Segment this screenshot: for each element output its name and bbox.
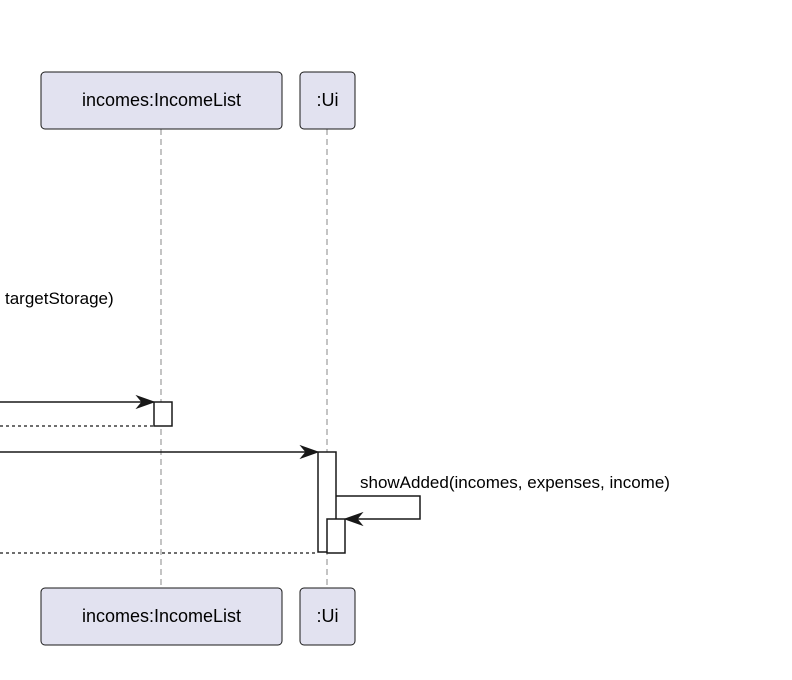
participant-ui-top-label: :Ui	[317, 90, 339, 110]
message-label-show-added: showAdded(incomes, expenses, income)	[360, 473, 670, 492]
arrow-head-income-list	[135, 394, 156, 410]
arrow-head-self-call	[343, 511, 364, 527]
message-label-partial: targetStorage)	[5, 289, 114, 308]
participant-ui-bottom: :Ui	[299, 587, 356, 646]
participant-income-list-top: incomes:IncomeList	[40, 71, 283, 130]
participant-income-list-top-label: incomes:IncomeList	[82, 90, 241, 110]
participant-income-list-bottom: incomes:IncomeList	[40, 587, 283, 646]
participant-income-list-bottom-label: incomes:IncomeList	[82, 606, 241, 626]
activation-ui-nested	[326, 518, 346, 554]
participant-ui-top: :Ui	[299, 71, 356, 130]
arrow-head-ui	[299, 444, 320, 460]
activation-income-list	[153, 401, 173, 427]
self-call-show-added	[336, 495, 421, 520]
participant-ui-bottom-label: :Ui	[317, 606, 339, 626]
